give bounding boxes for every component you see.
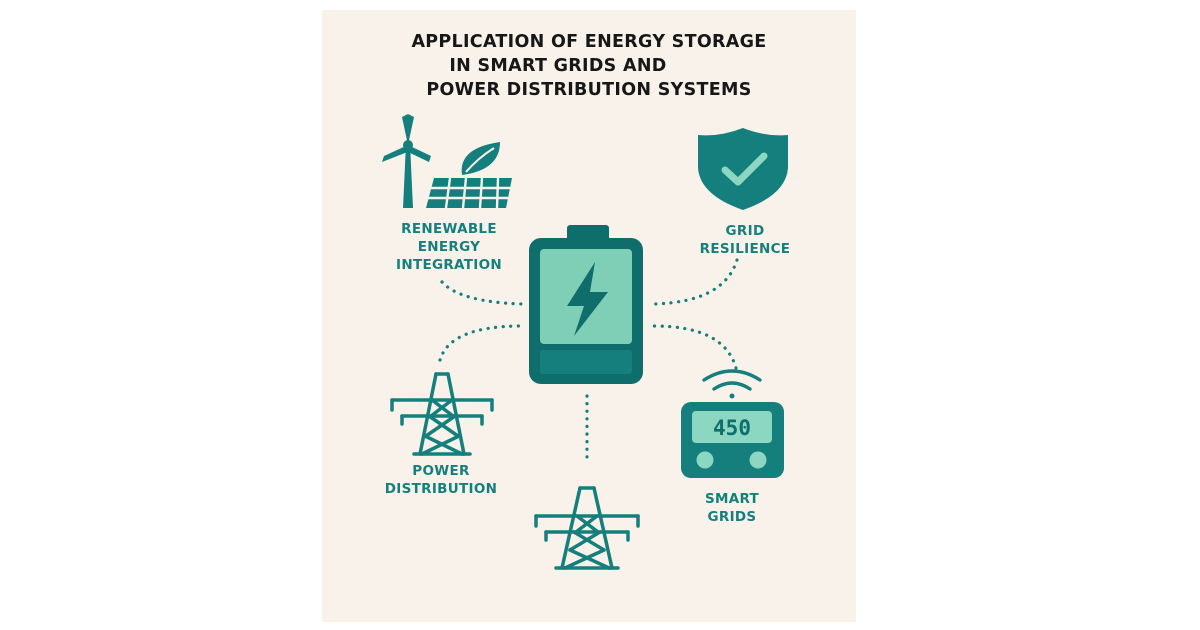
connector-lines: [438, 258, 739, 464]
meter-reading: 450: [713, 416, 751, 440]
power-distribution-label: POWER DISTRIBUTION: [368, 462, 514, 498]
smart-meter-icon: [681, 402, 784, 478]
distribution-label-line-2: DISTRIBUTION: [384, 481, 498, 497]
renewable-label-line-3: INTEGRATION: [396, 257, 502, 273]
connector-renewable: [440, 280, 524, 306]
grid-resilience-label: GRID RESILIENCE: [690, 222, 800, 258]
energy-storage-diagram: 450: [382, 114, 788, 570]
lightning-bolt-icon: [567, 262, 608, 336]
shield-check-icon: [698, 128, 788, 210]
connector-resilience: [652, 258, 739, 306]
distribution-label-line-1: POWER: [412, 463, 470, 479]
title-line-1: APPLICATION OF ENERGY STORAGE: [411, 32, 767, 52]
solar-panel-icon: [426, 177, 512, 209]
title-line-3: POWER DISTRIBUTION SYSTEMS: [426, 80, 752, 100]
connector-smart-grids: [652, 324, 738, 370]
infographic-title: APPLICATION OF ENERGY STORAGE IN SMART G…: [322, 30, 856, 102]
transmission-tower-icon: [534, 486, 640, 570]
smart-grids-label: SMART GRIDS: [682, 490, 782, 526]
transmission-tower-icon: [390, 372, 494, 456]
infographic-panel: APPLICATION OF ENERGY STORAGE IN SMART G…: [322, 10, 856, 622]
renewable-energy-label: RENEWABLE ENERGY INTEGRATION: [382, 220, 516, 274]
smart-grids-label-line-2: GRIDS: [707, 509, 757, 525]
connector-distribution: [438, 324, 524, 362]
wifi-signal-icon: [702, 369, 762, 399]
resilience-label-line-1: GRID: [725, 223, 765, 239]
renewable-label-line-1: RENEWABLE: [401, 221, 497, 237]
title-line-2: IN SMART GRIDS AND: [449, 56, 667, 76]
smart-grids-label-line-1: SMART: [704, 491, 760, 507]
wind-turbine-icon: [382, 114, 431, 208]
renewable-label-line-2: ENERGY: [417, 239, 481, 255]
leaf-icon: [461, 142, 500, 175]
resilience-label-line-2: RESILIENCE: [699, 241, 791, 257]
